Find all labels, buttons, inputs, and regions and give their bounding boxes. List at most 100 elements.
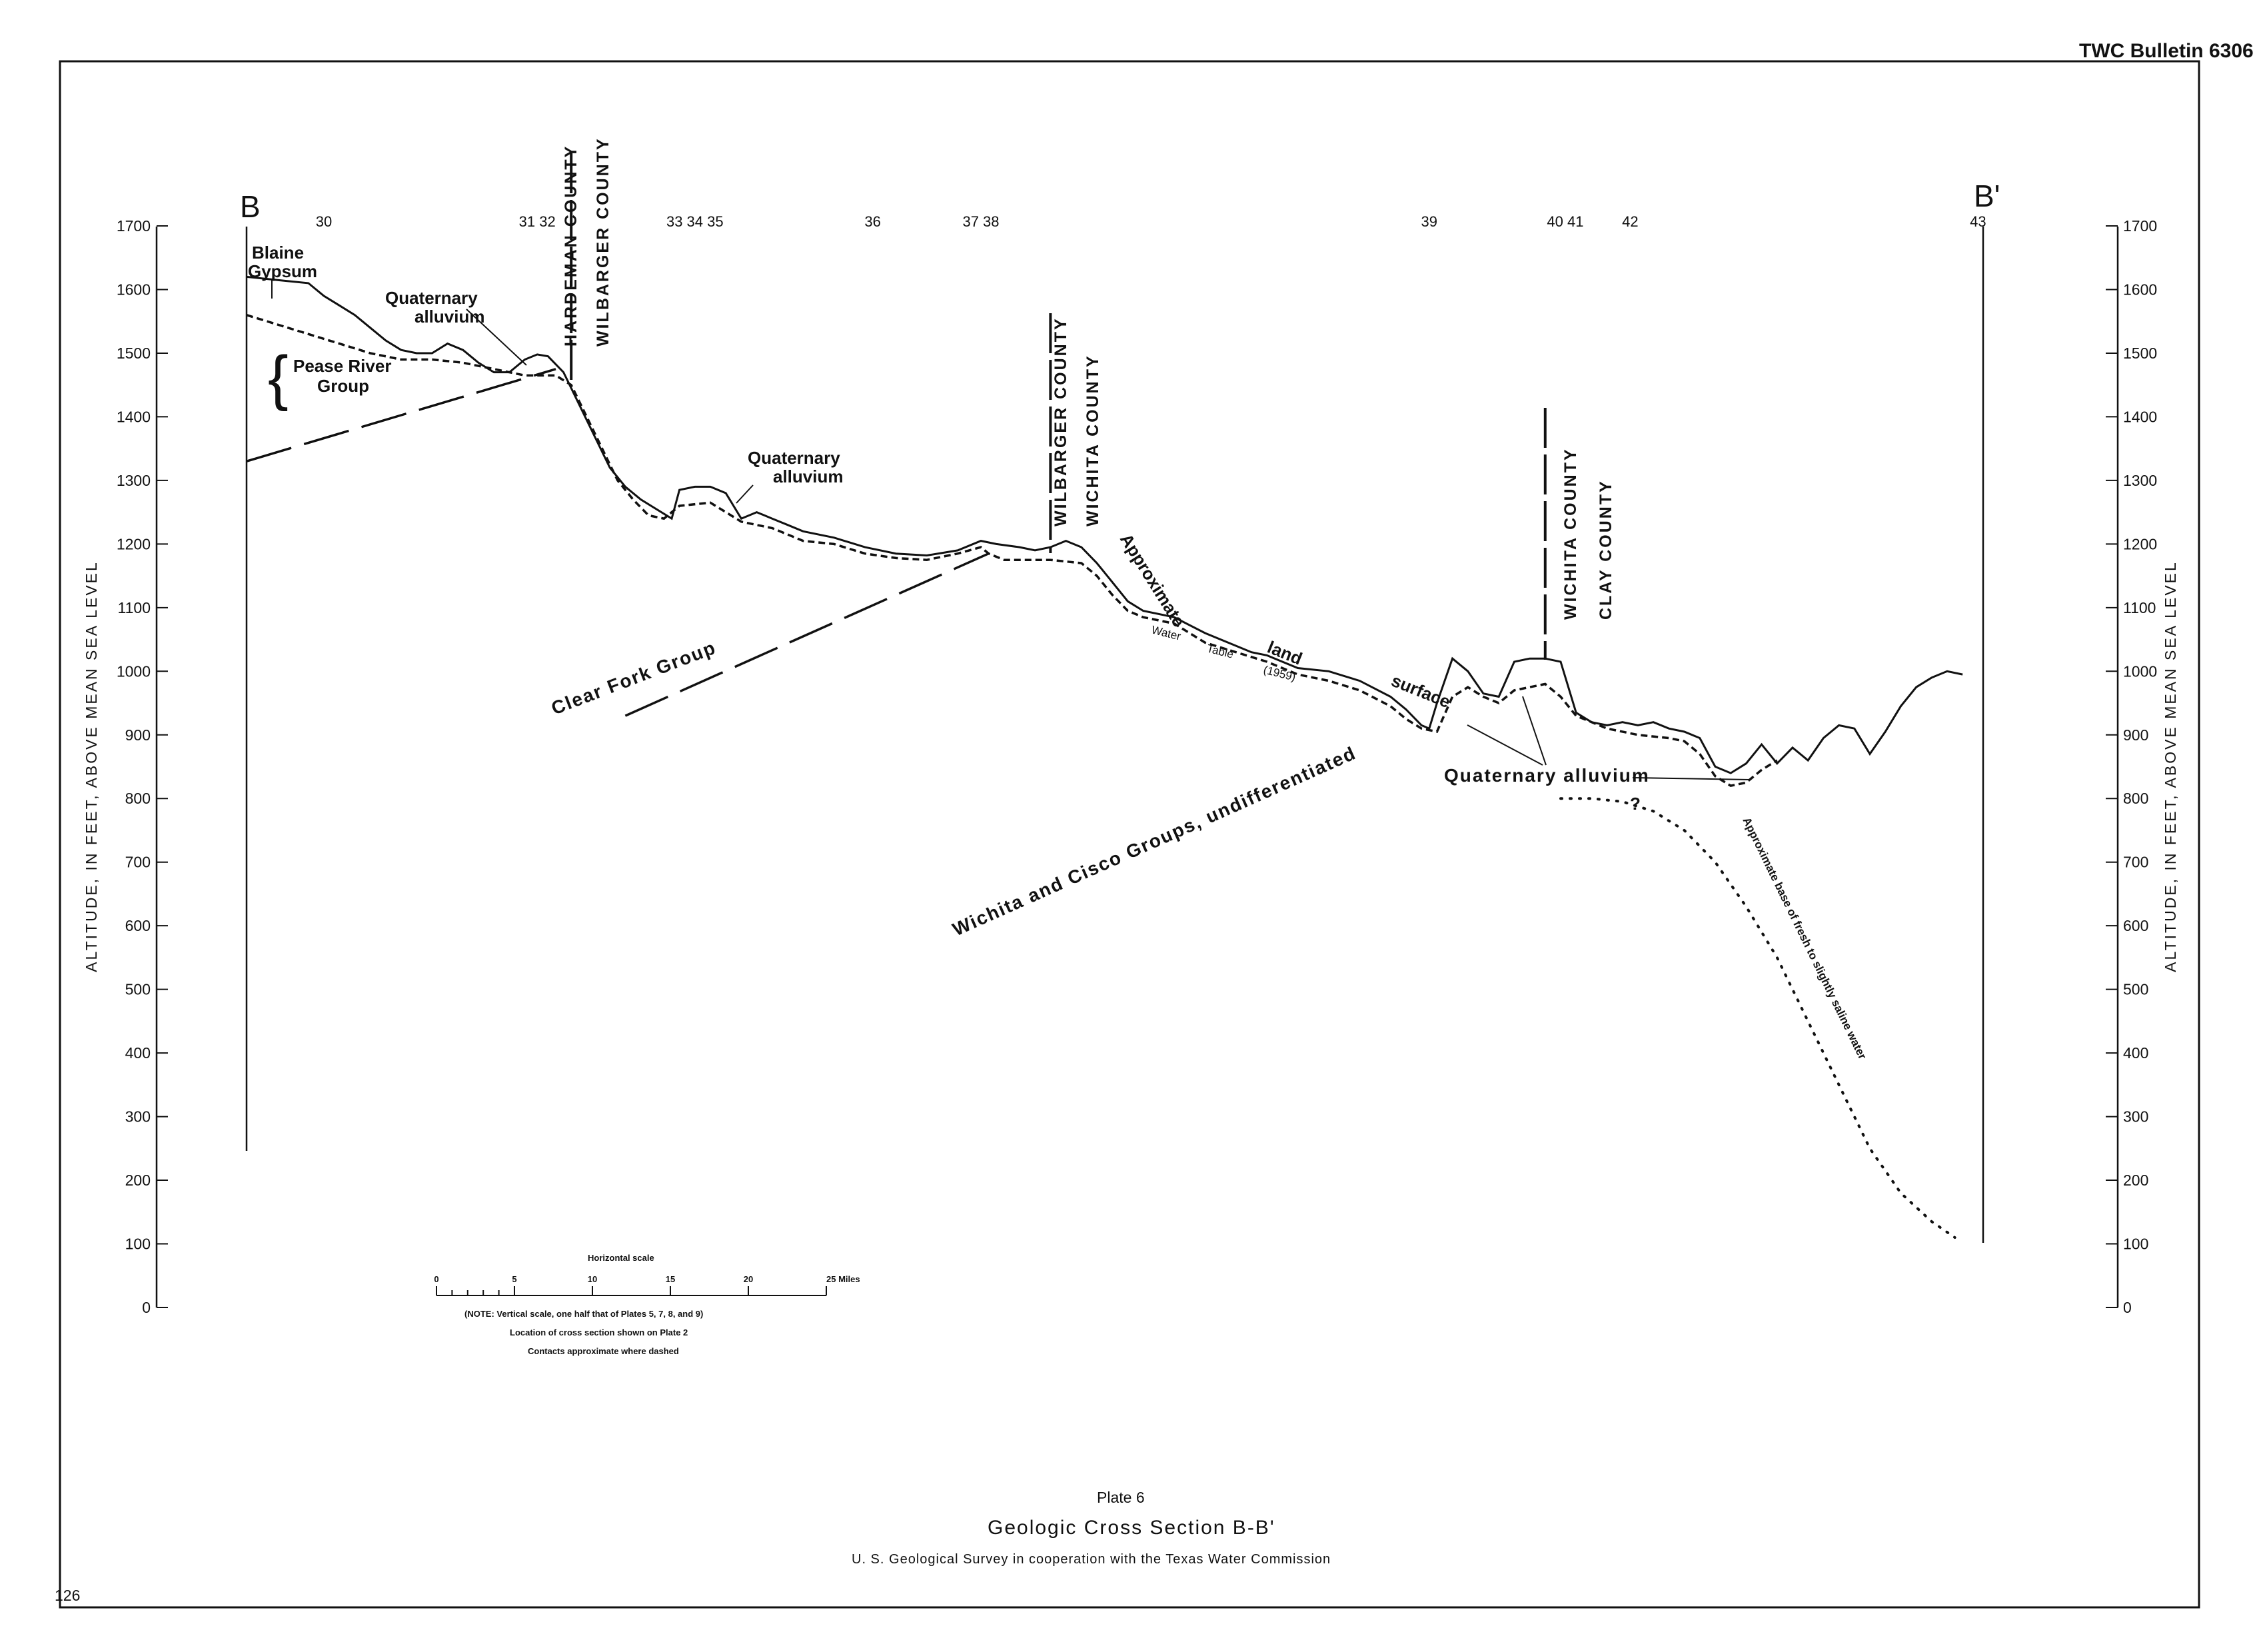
section-start-label: B bbox=[240, 189, 261, 224]
right-tick-label: 700 bbox=[2123, 854, 2148, 871]
page-number: 126 bbox=[55, 1587, 80, 1604]
right-tick-label: 1100 bbox=[2123, 599, 2156, 616]
scale-tick-label: 25 Miles bbox=[826, 1274, 860, 1284]
scale-contacts-note: Contacts approximate where dashed bbox=[528, 1346, 679, 1356]
plate-subtitle: U. S. Geological Survey in cooperation w… bbox=[852, 1552, 1331, 1567]
county-label-wichita: WICHITA COUNTY bbox=[1084, 354, 1102, 526]
profile-lines bbox=[246, 275, 1963, 1239]
left-tick-label: 0 bbox=[142, 1299, 151, 1316]
right-tick-label: 100 bbox=[2123, 1236, 2148, 1253]
left-tick-label: 1600 bbox=[117, 281, 151, 298]
land-surface-line bbox=[246, 275, 1963, 774]
right-tick-label: 200 bbox=[2123, 1172, 2148, 1189]
label-surface: surface bbox=[1389, 670, 1453, 712]
label-quat-1b: alluvium bbox=[414, 307, 484, 327]
label-pease-2: Group bbox=[317, 376, 369, 396]
right-tick-label: 1000 bbox=[2123, 662, 2157, 680]
left-tick-label: 300 bbox=[125, 1108, 151, 1126]
scale-location-note: Location of cross section shown on Plate… bbox=[510, 1327, 688, 1337]
bulletin-label: TWC Bulletin 6306 bbox=[2079, 40, 2254, 62]
water-table-line bbox=[246, 314, 1778, 787]
well-number: 39 bbox=[1421, 213, 1437, 230]
label-approximate: Approximate bbox=[1116, 530, 1189, 630]
scale-tick-label: 10 bbox=[588, 1274, 597, 1284]
left-tick-label: 1200 bbox=[117, 535, 151, 552]
scale-tick-label: 0 bbox=[434, 1274, 438, 1284]
frame-border bbox=[59, 60, 2200, 1609]
right-tick-label: 1600 bbox=[2123, 281, 2157, 298]
left-tick-label: 900 bbox=[125, 726, 151, 744]
well-number: 33 34 35 bbox=[666, 213, 724, 230]
label-pease-bracket: { bbox=[268, 344, 289, 412]
well-number: 31 32 bbox=[519, 213, 556, 230]
horizontal-scale: Horizontal scale 0 5 10 15 20 25 Miles (NOTE:… bbox=[434, 1253, 860, 1356]
left-tick-label: 200 bbox=[125, 1172, 151, 1189]
right-axis-ticks: 1700160015001400130012001100100090080070… bbox=[2106, 217, 2157, 1316]
left-tick-label: 1000 bbox=[117, 662, 151, 680]
right-tick-label: 1300 bbox=[2123, 472, 2157, 489]
left-tick-label: 1300 bbox=[117, 472, 151, 489]
quat-pointer-3b bbox=[1522, 696, 1547, 766]
quat-pointer-3c bbox=[1632, 777, 1750, 780]
right-axis-label: ALTITUDE, IN FEET, ABOVE MEAN SEA LEVEL bbox=[2162, 560, 2179, 972]
label-quat-2b: alluvium bbox=[773, 466, 843, 486]
right-tick-label: 1400 bbox=[2123, 408, 2157, 425]
left-tick-label: 1500 bbox=[117, 345, 151, 362]
scale-title: Horizontal scale bbox=[588, 1253, 654, 1263]
label-quat-2a: Quaternary bbox=[748, 448, 840, 468]
left-tick-label: 800 bbox=[125, 790, 151, 807]
right-tick-label: 300 bbox=[2123, 1108, 2148, 1126]
right-tick-label: 900 bbox=[2123, 726, 2148, 744]
question-mark: ? bbox=[1630, 794, 1641, 814]
well-numbers: 30 31 32 33 34 35 36 37 38 39 40 41 42 43 bbox=[316, 213, 1986, 230]
left-tick-label: 600 bbox=[125, 917, 151, 934]
left-tick-label: 100 bbox=[125, 1236, 151, 1253]
right-tick-label: 1700 bbox=[2123, 217, 2157, 235]
base-fresh-water-line bbox=[1559, 797, 1956, 1239]
label-clear-fork: Clear Fork Group bbox=[548, 637, 719, 719]
label-blaine-2: Gypsum bbox=[248, 261, 317, 281]
label-wichita-cisco: Wichita and Cisco Groups, undifferentiat… bbox=[950, 742, 1359, 940]
section-end-label: B' bbox=[1974, 179, 2000, 213]
plate-number: Plate 6 bbox=[1097, 1489, 1145, 1506]
left-tick-label: 400 bbox=[125, 1044, 151, 1062]
well-number: 42 bbox=[1622, 213, 1638, 230]
left-tick-label: 1700 bbox=[117, 217, 151, 235]
county-label-clay: CLAY COUNTY bbox=[1597, 479, 1615, 620]
right-tick-label: 1200 bbox=[2123, 535, 2157, 552]
left-tick-label: 1400 bbox=[117, 408, 151, 425]
label-pease-1: Pease River bbox=[293, 356, 391, 376]
well-number: 36 bbox=[864, 213, 880, 230]
county-label-wichita-2: WICHITA COUNTY bbox=[1561, 447, 1580, 620]
clear-fork-contact-line-2 bbox=[624, 552, 990, 717]
well-number: 37 38 bbox=[962, 213, 999, 230]
left-axis-label: ALTITUDE, IN FEET, ABOVE MEAN SEA LEVEL bbox=[83, 560, 100, 972]
county-label-wilbarger-2: WILBARGER COUNTY bbox=[1052, 317, 1070, 526]
scale-tick-label: 15 bbox=[666, 1274, 675, 1284]
clear-fork-contact-line bbox=[246, 368, 556, 462]
right-tick-label: 1500 bbox=[2123, 345, 2157, 362]
scale-tick-label: 5 bbox=[512, 1274, 516, 1284]
label-blaine-1: Blaine bbox=[252, 243, 304, 263]
left-tick-label: 700 bbox=[125, 854, 151, 871]
quat-pointer-1 bbox=[466, 309, 527, 366]
county-boundaries bbox=[570, 153, 1547, 660]
label-quat-1a: Quaternary bbox=[385, 288, 478, 308]
well-number: 40 41 bbox=[1547, 213, 1583, 230]
left-axis-ticks: 1700160015001400130012001100100090080070… bbox=[117, 217, 168, 1316]
scale-note: (NOTE: Vertical scale, one half that of … bbox=[464, 1309, 703, 1319]
label-table: Table bbox=[1205, 642, 1235, 660]
right-tick-label: 400 bbox=[2123, 1044, 2148, 1062]
right-tick-label: 600 bbox=[2123, 917, 2148, 934]
county-label-wilbarger: WILBARGER COUNTY bbox=[594, 137, 612, 347]
right-tick-label: 800 bbox=[2123, 790, 2148, 807]
scale-ticks: 0 5 10 15 20 25 Miles bbox=[434, 1274, 860, 1295]
scale-tick-label: 20 bbox=[744, 1274, 753, 1284]
left-tick-label: 500 bbox=[125, 981, 151, 998]
right-tick-label: 0 bbox=[2123, 1299, 2132, 1316]
well-number: 43 bbox=[1970, 213, 1986, 230]
well-number: 30 bbox=[316, 213, 332, 230]
quat-pointer-3a bbox=[1467, 724, 1543, 766]
left-tick-label: 1100 bbox=[118, 599, 151, 616]
